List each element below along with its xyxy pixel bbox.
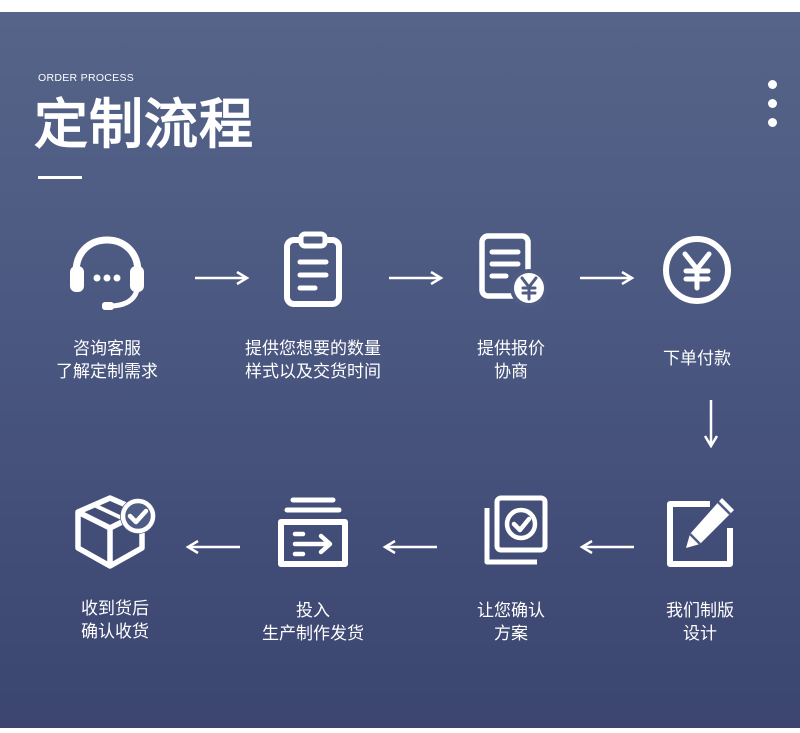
inbox-arrow-icon: [278, 497, 348, 567]
step-confirm-plan: 让您确认方案: [416, 490, 606, 670]
document-yuan-icon: [479, 233, 548, 307]
arrow-right-icon: [580, 271, 635, 285]
title-underline: [38, 176, 82, 179]
step-label: 下单付款: [663, 349, 731, 369]
step-label: 收到货后确认收货: [81, 599, 149, 642]
step-label: 我们制版设计: [666, 601, 734, 644]
step-payment: 下单付款: [602, 226, 792, 406]
page-title: 定制流程: [34, 93, 254, 156]
headset-icon: [70, 236, 144, 310]
step-design: 我们制版设计: [605, 490, 795, 670]
edit-pencil-icon: [667, 498, 734, 567]
arrow-left-icon: [382, 540, 437, 554]
arrow-right-icon: [195, 271, 250, 285]
arrow-right-icon: [389, 271, 444, 285]
arrow-left-icon: [579, 540, 634, 554]
package-check-icon: [75, 495, 156, 569]
step-label: 提供您想要的数量样式以及交货时间: [245, 339, 381, 382]
step-consult: 咨询客服了解定制需求: [12, 226, 202, 406]
step-label: 咨询客服了解定制需求: [56, 339, 158, 382]
step-production: 投入生产制作发货: [218, 490, 408, 670]
section-subtitle: ORDER PROCESS: [38, 72, 135, 84]
clipboard-icon: [284, 231, 342, 307]
yuan-circle-icon: [663, 236, 731, 304]
step-label: 让您确认方案: [477, 601, 545, 644]
arrow-left-icon: [185, 540, 240, 554]
check-stack-icon: [484, 495, 548, 565]
step-provide-details: 提供您想要的数量样式以及交货时间: [218, 226, 408, 406]
step-receive: 收到货后确认收货: [20, 490, 210, 670]
process-panel: ORDER PROCESS 定制流程 咨询客服了解定制需求: [0, 12, 800, 728]
more-vertical-icon[interactable]: [766, 78, 780, 128]
arrow-down-icon: [704, 400, 718, 448]
step-label: 投入生产制作发货: [262, 601, 364, 644]
step-label: 提供报价协商: [477, 339, 545, 382]
step-quotation: 提供报价协商: [416, 226, 606, 406]
